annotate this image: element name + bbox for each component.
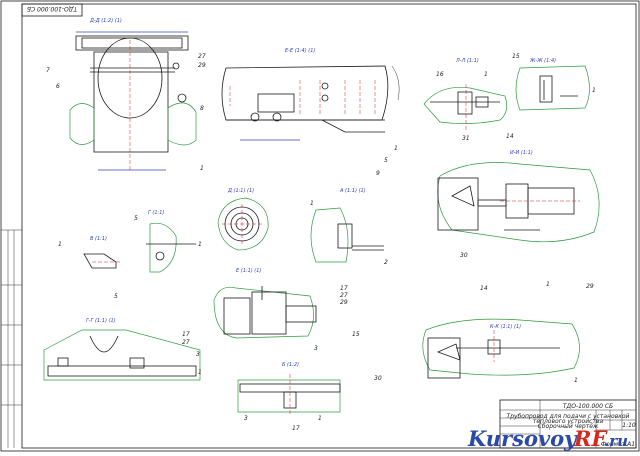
view-dd-title: Д-Д (1:2) (1) [89,18,122,24]
view-v: В (1:1) 1 5 [58,236,120,300]
corner-code: ТДО-100.000 СБ [27,5,77,12]
view-ee-title: Е-Е (1:4) (1) [285,48,315,54]
title-code: ТДО-100.000 СБ [563,403,613,410]
callout-22: 29 [198,62,206,69]
title-format: Формат А1 [601,441,635,448]
callout-14-e: 15 [352,331,360,338]
view-gg-title: Г-Г (1:1) (1) [86,318,116,324]
callout-9: 9 [376,170,380,177]
view-e: Е (1:1) (1) 3 15 [213,268,360,352]
callout-8: 8 [200,105,204,112]
view-ii: И-И (1:1) 14 30 1 29 [437,133,600,290]
callout-14-zh: 15 [512,53,520,60]
view-ll: Л-Л (1:1) 16 1 31 [423,58,507,142]
callout-1-dd: 1 [200,165,204,172]
view-a: А (1:1) (1) 1 2 17 27 29 [310,188,388,306]
view-b-title: Б (1:2) [282,362,299,368]
callout-1-g: 1 [198,241,202,248]
view-gg: Г-Г (1:1) (1) 17 27 3 1 [43,318,202,381]
view-a-title: А (1:1) (1) [339,188,366,194]
callout-1-b: 1 [318,415,322,422]
callout-16: 16 [436,71,444,78]
callout-1-zh: 1 [592,87,596,94]
title-block: ТДО-100.000 СБ Трубопровод для подачи с … [499,399,637,449]
callout-5-v: 5 [114,293,118,300]
title-name-2: теплового устройства [533,418,604,425]
callout-5-g: 5 [134,215,138,222]
view-zhzh-title: Ж-Ж (1:4) [529,58,556,64]
callout-6: 6 [56,83,60,90]
binding-strip [1,229,22,448]
view-dd: Д-Д (1:2) (1) 7 6 27 29 8 1 [46,18,206,172]
view-e-title: Е (1:1) (1) [236,268,261,274]
view-g-title: Г (1:1) [148,210,164,216]
title-name-1: Трубопровод для подачи с установкой [507,413,630,420]
view-kk-title: К-К (1:1) (1) [490,324,521,330]
callout-1-ee: 1 [394,145,398,152]
callout-18: 17 [340,285,348,292]
callout-2: 2 [384,259,388,266]
callout-1-a: 1 [310,200,314,207]
watermark-logo: Kursovoy RF .ru [467,426,628,451]
callout-1-kk: 1 [574,377,578,384]
watermark-right: RF [573,426,608,451]
callout-24-gg: 27 [182,339,190,346]
view-kk: К-К (1:1) (1) 14 30 1 [374,285,580,384]
callout-1-ll: 1 [484,71,488,78]
callout-13-ii: 14 [506,133,514,140]
inner-frame [21,3,637,449]
view-ee: Е-Е (1:4) (1) 5 9 1 [221,48,400,177]
view-d: Д (1:1) (1) [217,188,269,251]
title-name-3: Сборочный чертёж [538,423,599,430]
callout-27: 29 [340,299,348,306]
callout-13-kk: 14 [480,285,488,292]
callout-30-kk: 30 [374,375,382,382]
callout-30-ii: 30 [460,252,468,259]
watermark-tld: .ru [604,432,628,450]
view-ll-title: Л-Л (1:1) [455,58,479,64]
callout-31: 31 [462,135,470,142]
corner-stamp [21,3,83,17]
callout-21: 27 [198,53,206,60]
view-b: Б (1:2) 3 17 1 [237,362,341,432]
callout-3-e: 3 [314,345,318,352]
view-ii-title: И-И (1:1) [510,150,533,156]
callout-15: 17 [292,425,300,432]
view-zhzh: Ж-Ж (1:4) 15 1 [512,53,596,111]
title-scale: 1:10 [622,422,636,429]
callout-29: 29 [586,283,594,290]
callout-3-gg: 3 [196,351,200,358]
view-g: Г (1:1) 5 1 [134,210,202,273]
callout-3-b: 3 [244,415,248,422]
callout-5-ee: 5 [384,157,388,164]
callout-24-a: 27 [340,292,348,299]
callout-17: 17 [182,331,190,338]
watermark-left: Kursovoy [467,426,578,451]
callout-7: 7 [46,67,50,74]
callout-1-v: 1 [58,241,62,248]
view-v-title: В (1:1) [90,236,107,242]
callout-1-ii: 1 [546,281,550,288]
callout-1-gg: 1 [198,369,202,376]
view-d-title: Д (1:1) (1) [227,188,254,194]
